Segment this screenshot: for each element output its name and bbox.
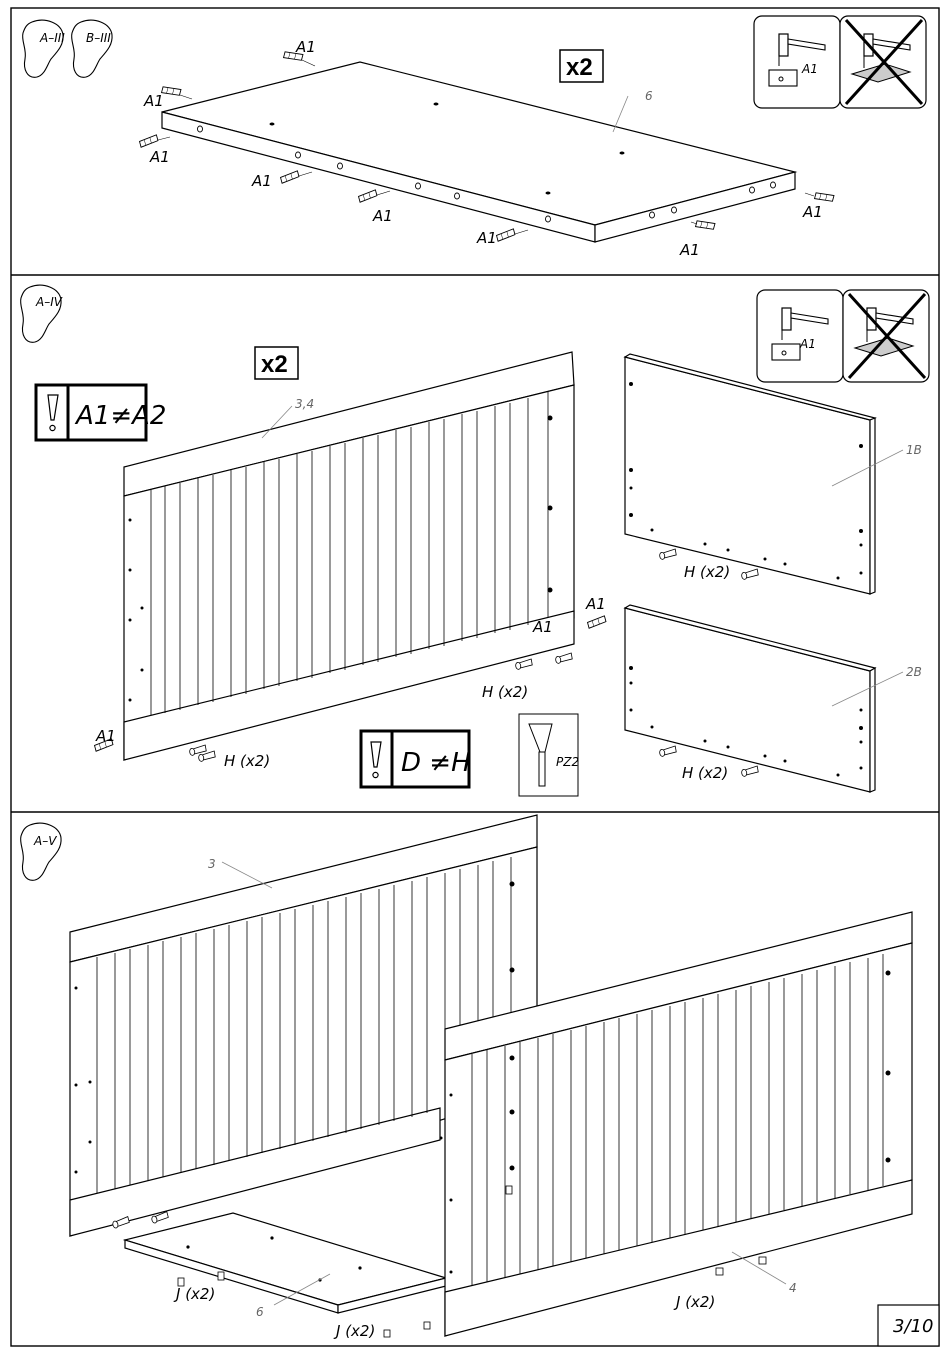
correct-hint-box — [754, 16, 840, 108]
svg-text:A1: A1 — [149, 148, 170, 166]
svg-text:A1: A1 — [143, 92, 164, 110]
warning-box: D ≠H — [361, 731, 471, 787]
svg-text:A1: A1 — [251, 172, 272, 190]
hint-label: A1 — [799, 337, 816, 351]
part-ref: 1B — [906, 443, 922, 457]
svg-text:H (x2): H (x2) — [682, 764, 728, 782]
foot-icon — [21, 823, 62, 880]
svg-text:H (x2): H (x2) — [482, 683, 528, 701]
svg-text:A1: A1 — [679, 241, 700, 259]
svg-text:H (x2): H (x2) — [224, 752, 270, 770]
svg-text:H (x2): H (x2) — [684, 563, 730, 581]
foot-icon — [23, 20, 64, 77]
multiplier-label: x2 — [566, 54, 593, 81]
svg-text:A1: A1 — [802, 203, 823, 221]
hint-label: A1 — [801, 62, 818, 76]
connector-label: J (x2) — [333, 1322, 375, 1340]
svg-text:A1: A1 — [476, 229, 497, 247]
foot-icon — [72, 20, 113, 77]
warning-text: A1≠A2 — [74, 401, 166, 431]
panel-step-a5: A–V 3 — [21, 815, 912, 1340]
warning-box: A1≠A2 — [36, 385, 166, 440]
panel-step-a3: A–III B–III x2 A1 — [23, 16, 926, 259]
part-ref: 6 — [256, 1305, 264, 1319]
foot-icon — [21, 285, 62, 342]
part-ref: 2B — [906, 665, 922, 679]
connector-label: J (x2) — [673, 1293, 715, 1311]
panel-2b — [625, 605, 875, 792]
step-label: A–IV — [35, 295, 63, 309]
svg-text:A1: A1 — [295, 38, 316, 56]
board-6 — [162, 62, 795, 242]
part-ref: 3 — [208, 857, 216, 871]
svg-text:A1: A1 — [532, 618, 553, 636]
step-label: B–III — [86, 31, 111, 45]
multiplier-label: x2 — [261, 351, 288, 378]
svg-text:A1: A1 — [95, 727, 116, 745]
page-number: 3/10 — [893, 1316, 933, 1337]
svg-text:A1: A1 — [585, 595, 606, 613]
step-label: A–V — [33, 834, 57, 848]
step-label: A–III — [39, 31, 65, 45]
part-ref: 4 — [789, 1281, 797, 1295]
screwdriver-tool-box: PZ2 — [519, 714, 579, 796]
board-6 — [125, 1213, 446, 1313]
page-number-box: 3/10 — [878, 1305, 939, 1346]
warning-text: D ≠H — [401, 748, 471, 778]
connector-label: J (x2) — [173, 1285, 215, 1303]
part-ref: 3,4 — [295, 397, 314, 411]
svg-text:A1: A1 — [372, 207, 393, 225]
tool-label: PZ2 — [556, 755, 579, 769]
panel-step-a4: A–IV x2 A1≠A2 A1 — [21, 285, 929, 796]
part-ref: 6 — [645, 89, 653, 103]
correct-hint-box — [757, 290, 843, 382]
